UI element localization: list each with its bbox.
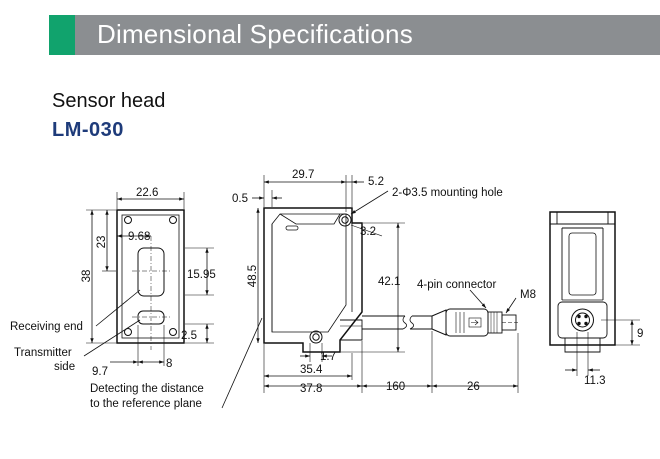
header-accent bbox=[49, 15, 75, 55]
dim-23: 23 bbox=[96, 236, 108, 249]
front-body bbox=[116, 209, 185, 344]
end-body-outline bbox=[549, 211, 616, 346]
connector-nut bbox=[487, 311, 503, 334]
dim-37-8: 37.8 bbox=[300, 383, 322, 395]
transmitter-label-2: side bbox=[54, 361, 75, 373]
side-top-notch bbox=[279, 213, 341, 225]
receiving-end-leader bbox=[95, 289, 141, 327]
end-connector-outer bbox=[571, 308, 594, 332]
dim-22-6: 22.6 bbox=[136, 187, 158, 199]
end-view bbox=[549, 211, 640, 376]
receiving-end-label: Receiving end bbox=[10, 321, 83, 333]
front-view bbox=[83, 192, 263, 409]
side-cable-gland bbox=[340, 319, 363, 341]
side-view-labels: 29.7 5.2 0.5 2-Φ3.5 mounting hole 3.2 48… bbox=[232, 169, 536, 395]
connector-taper bbox=[431, 309, 447, 336]
end-connector-housing bbox=[557, 301, 608, 339]
side-indicator-slot bbox=[285, 225, 299, 231]
dim-9-7: 9.7 bbox=[92, 366, 108, 378]
detecting-leader bbox=[221, 317, 263, 409]
front-hole-bottom-left bbox=[124, 328, 132, 336]
connector-body bbox=[445, 308, 489, 337]
cable-break-mark bbox=[402, 315, 407, 330]
dim-9-68: 9.68 bbox=[128, 231, 150, 243]
end-base-foot bbox=[564, 338, 601, 353]
section-title: Sensor head bbox=[52, 90, 166, 112]
end-inner-channel bbox=[561, 227, 604, 300]
connector-arrow-marker bbox=[468, 317, 482, 328]
dim-2-5: 2.5 bbox=[181, 330, 197, 342]
mounting-hole-leader bbox=[350, 190, 389, 215]
dim-9: 9 bbox=[637, 328, 643, 340]
dim-1-7: 1.7 bbox=[320, 351, 336, 363]
dim-15-95: 15.95 bbox=[187, 269, 216, 281]
side-mount-hole-bottom bbox=[309, 330, 323, 344]
detecting-label-1: Detecting the distance bbox=[90, 383, 204, 395]
front-inner-frame bbox=[121, 214, 180, 339]
dim-42-1: 42.1 bbox=[378, 276, 400, 288]
dim-35-4: 35.4 bbox=[300, 364, 323, 376]
header-banner: Dimensional Specifications bbox=[49, 15, 660, 55]
dim-48-5: 48.5 bbox=[247, 265, 259, 287]
dim-0-5: 0.5 bbox=[232, 193, 248, 205]
dim-5-2: 5.2 bbox=[368, 176, 384, 188]
dim-26: 26 bbox=[467, 381, 480, 393]
dim-3-2: 3.2 bbox=[360, 226, 376, 238]
end-window bbox=[568, 232, 597, 296]
side-inner-face bbox=[271, 213, 347, 333]
side-mount-hole-top bbox=[338, 213, 352, 227]
dim-8: 8 bbox=[166, 358, 172, 370]
dim-29-7: 29.7 bbox=[292, 169, 314, 181]
end-top-step bbox=[549, 212, 616, 225]
dim-160: 160 bbox=[386, 381, 405, 393]
detecting-label-2: to the reference plane bbox=[90, 398, 202, 410]
dim-38: 38 bbox=[81, 270, 93, 283]
front-hole-bottom-right bbox=[169, 328, 177, 336]
front-hole-top-left bbox=[124, 216, 132, 224]
thread-leader bbox=[505, 297, 517, 314]
thread-label: M8 bbox=[520, 289, 536, 301]
model-title: LM-030 bbox=[52, 119, 124, 141]
front-hole-top-right bbox=[169, 216, 177, 224]
cable-break-mark-2 bbox=[409, 315, 414, 330]
page-title: Dimensional Specifications bbox=[97, 19, 413, 49]
dim-11-3: 11.3 bbox=[584, 375, 606, 387]
connector-label: 4-pin connector bbox=[417, 279, 496, 291]
side-view bbox=[252, 175, 519, 393]
side-body-outline bbox=[263, 207, 363, 353]
transmitter-label-1: Transmitter bbox=[14, 347, 72, 359]
transmitter-leader bbox=[83, 319, 141, 357]
end-connector-inner bbox=[575, 312, 590, 328]
mounting-hole-label: 2-Φ3.5 mounting hole bbox=[392, 187, 503, 199]
connector-leader bbox=[469, 289, 487, 309]
end-view-labels: 9 11.3 bbox=[584, 328, 643, 387]
front-view-labels: 22.6 38 23 9.68 15.95 2.5 8 9.7 Receivin… bbox=[10, 187, 216, 410]
